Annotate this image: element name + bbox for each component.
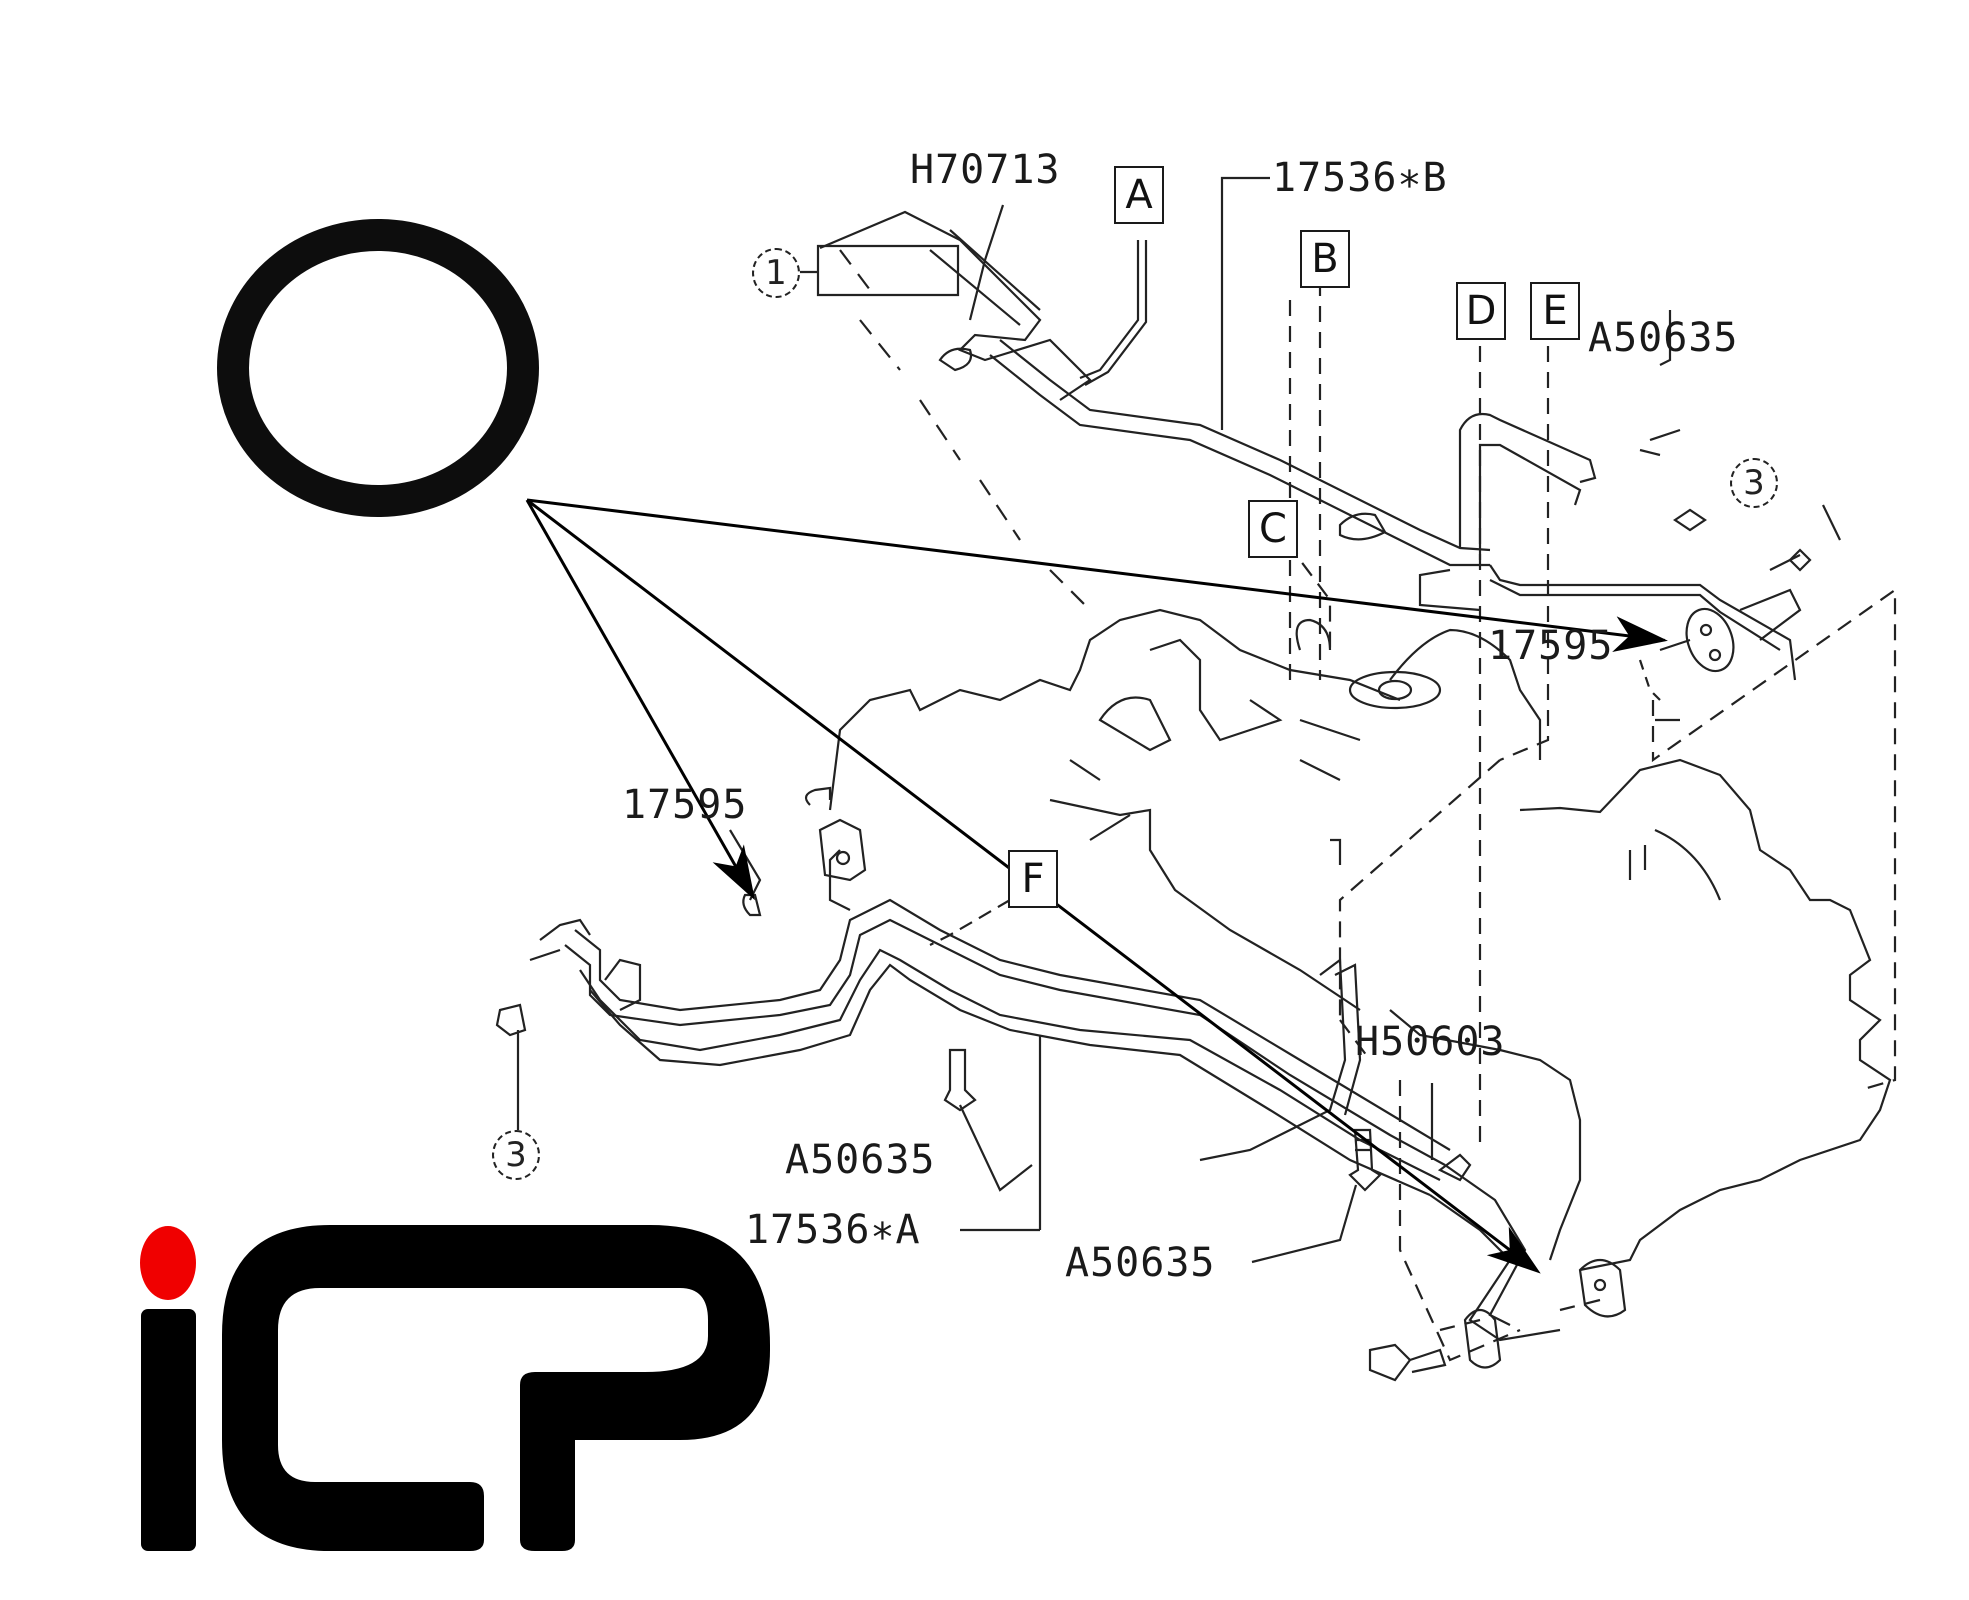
ref-box-f: F <box>1008 850 1058 908</box>
o-ring-photo <box>217 219 539 517</box>
ref-box-a: A <box>1114 166 1164 224</box>
bolts <box>495 508 1707 1382</box>
label-17536b: 17536∗B <box>1272 155 1448 201</box>
icp-logo <box>140 1225 770 1551</box>
callout-3-top: 3 <box>1730 458 1778 508</box>
callout-1: 1 <box>752 248 800 298</box>
ref-box-e: E <box>1530 282 1580 340</box>
left-bracket <box>742 786 867 917</box>
solenoid-bracket <box>819 210 1092 611</box>
logo-letter-i <box>141 1309 196 1551</box>
label-17595-left: 17595 <box>622 782 748 828</box>
dashed-guides <box>1289 280 1897 1362</box>
engine-outline <box>828 608 1542 1011</box>
ref-box-d: D <box>1456 282 1506 340</box>
logo-letter-p <box>520 1225 770 1551</box>
logo-letter-c <box>222 1225 540 1551</box>
label-a50635-bottom: A50635 <box>1065 1240 1216 1286</box>
o-ring-arrows <box>525 498 1668 1274</box>
ref-box-b: B <box>1300 230 1350 288</box>
label-h50603: H50603 <box>1355 1019 1506 1065</box>
leader-lines <box>516 176 1841 1264</box>
pipe-17536b <box>989 339 1491 567</box>
logo-dot <box>140 1226 196 1300</box>
label-17536a: 17536∗A <box>745 1207 921 1253</box>
transmission-outline <box>1389 758 1892 1272</box>
ref-box-c: C <box>1248 500 1298 558</box>
label-a50635-mid: A50635 <box>785 1137 936 1183</box>
label-h70713: H70713 <box>910 147 1061 193</box>
callout-3-left: 3 <box>492 1130 540 1180</box>
label-a50635-top: A50635 <box>1588 315 1739 361</box>
right-flange <box>1638 548 1812 722</box>
label-17595-right: 17595 <box>1488 623 1614 669</box>
pipe-a <box>1079 240 1148 386</box>
